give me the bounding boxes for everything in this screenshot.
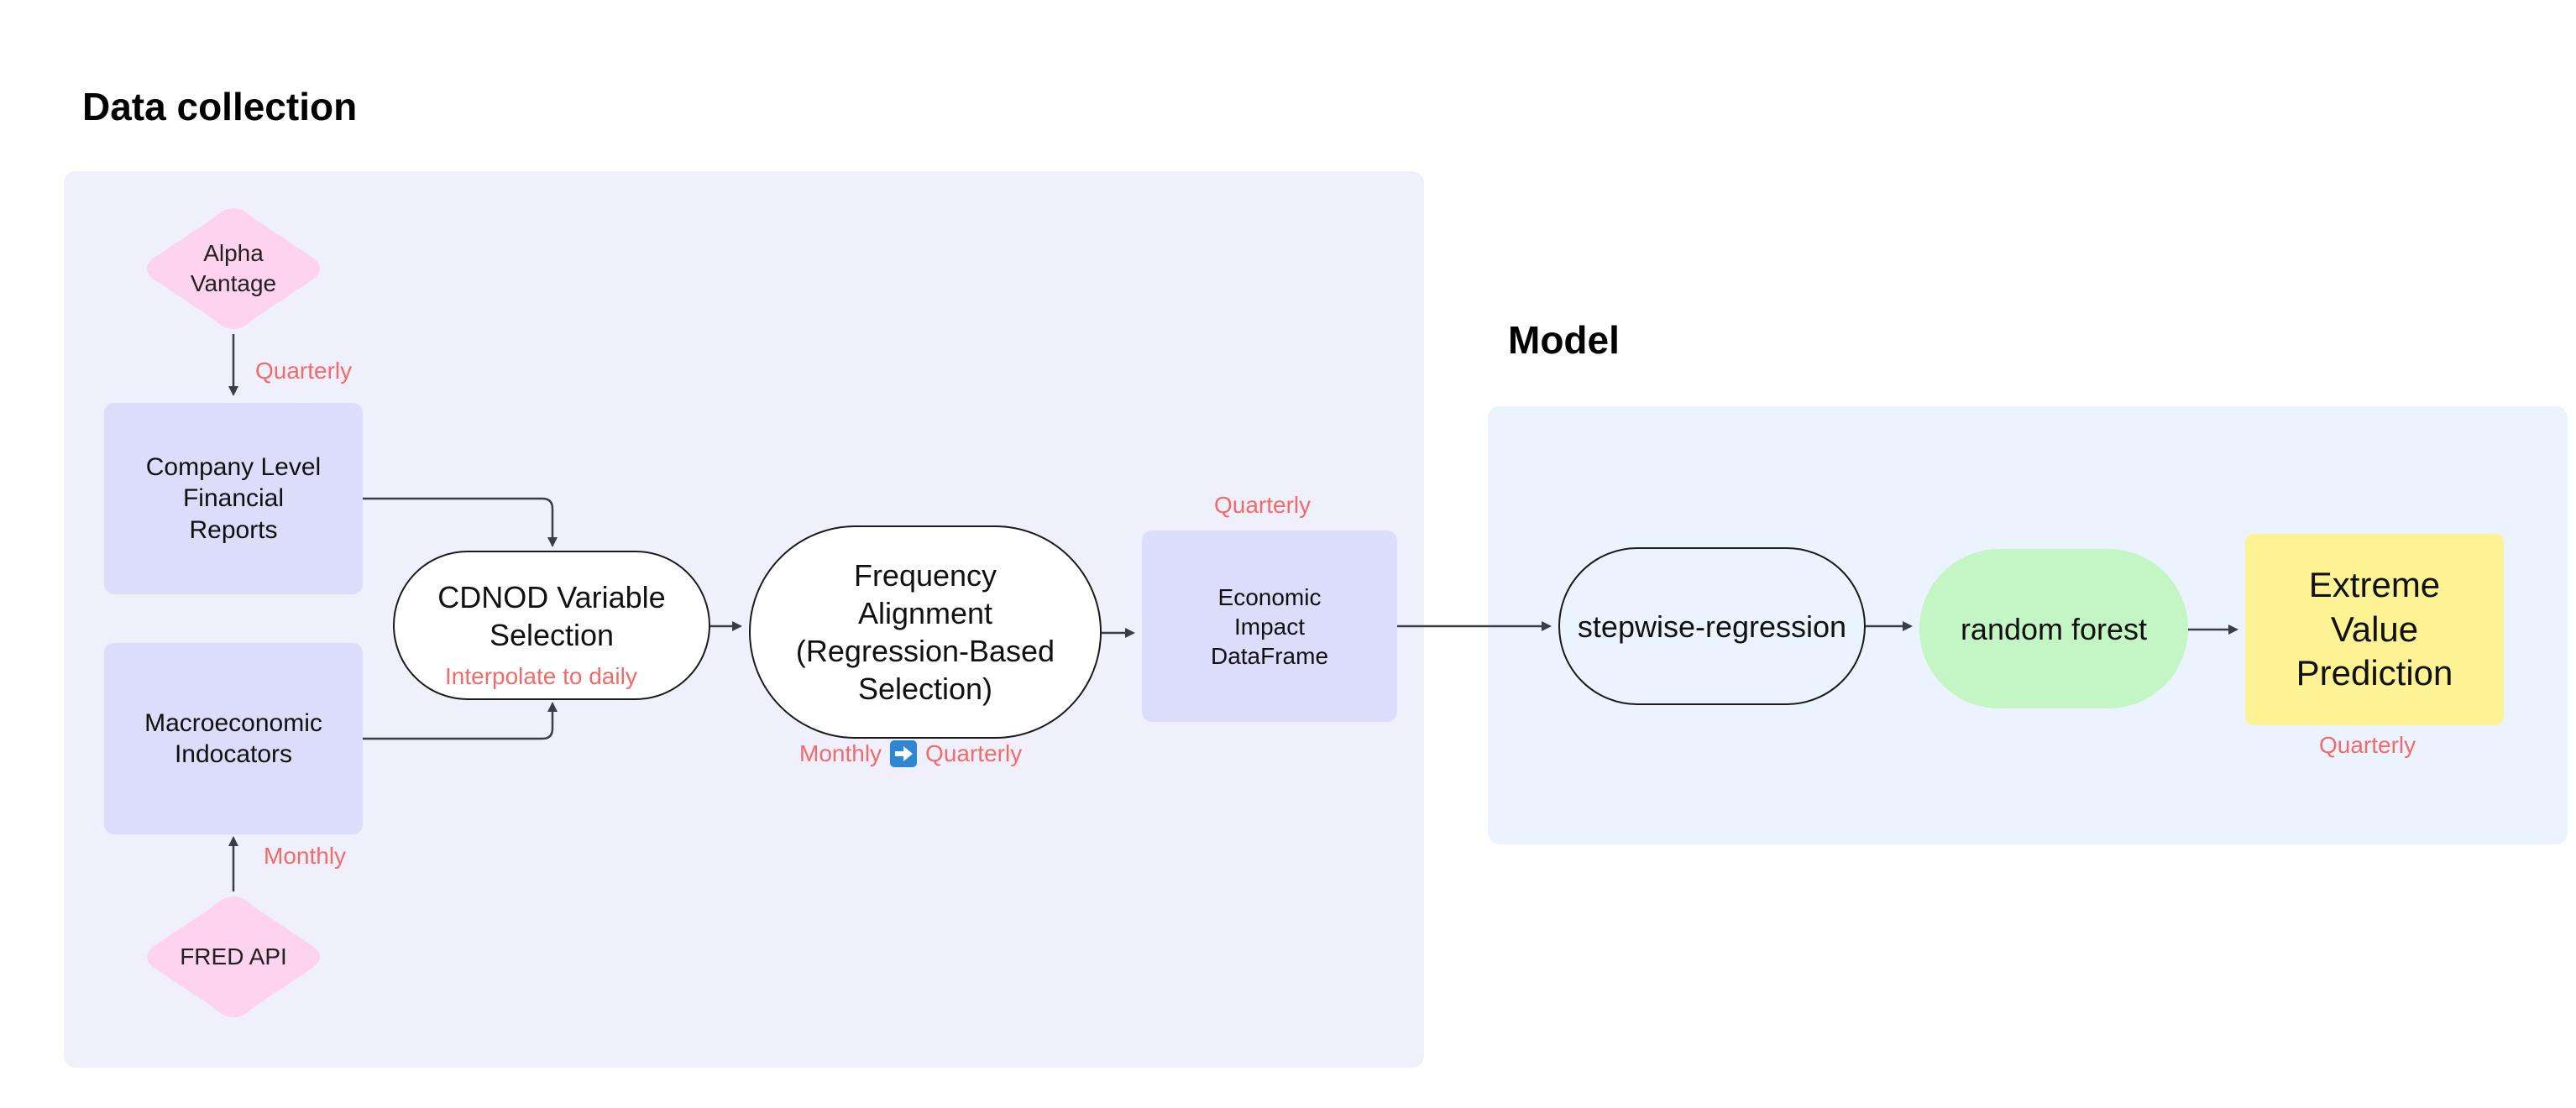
right-arrow-emoji-icon — [890, 740, 918, 767]
alpha-frequency-label: Quarterly — [255, 358, 353, 384]
diamond-shape — [147, 208, 320, 329]
dataframe-frequency-label: Quarterly — [1214, 492, 1312, 518]
data-collection-title: Data collection — [82, 85, 358, 128]
fred-api-label: FRED API — [180, 943, 287, 970]
cdnod-interpolation-note: Interpolate to daily — [445, 663, 637, 689]
stepwise-regression-node: stepwise-regression — [1558, 547, 1866, 705]
edge-macro-to-cdnod — [363, 702, 558, 740]
model-title: Model — [1508, 318, 1620, 362]
fred-api-source: FRED API — [139, 891, 327, 1022]
edge-company-to-cdnod — [363, 497, 558, 547]
diamond-shape — [147, 896, 320, 1017]
alignment-frequency-label: Monthly Quarterly — [799, 740, 1023, 767]
prediction-frequency-label: Quarterly — [2319, 732, 2416, 758]
fred-frequency-label: Monthly — [264, 843, 347, 869]
random-forest-node: random forest — [1919, 549, 2188, 708]
